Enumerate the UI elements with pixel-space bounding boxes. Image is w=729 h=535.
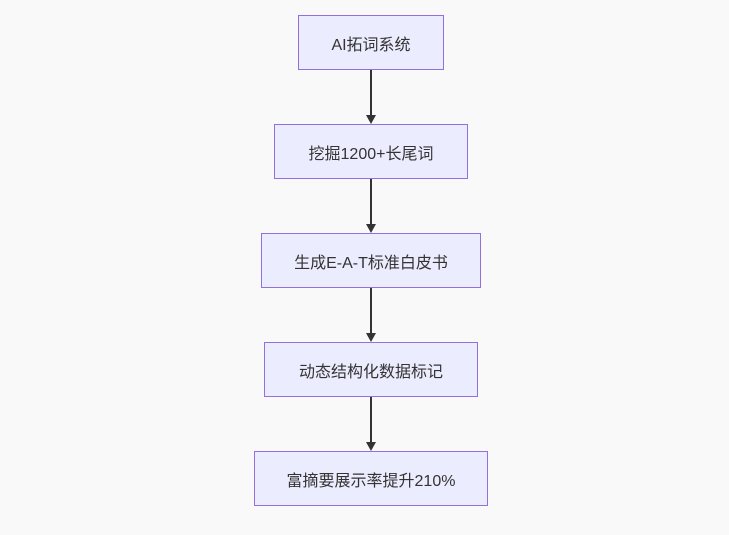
flow-node-structured-data-markup: 动态结构化数据标记 [264, 342, 478, 397]
flow-node-eat-whitepaper: 生成E-A-T标准白皮书 [261, 233, 481, 288]
arrow-shaft [370, 397, 372, 442]
arrowhead-icon [366, 442, 376, 451]
arrow-connector [366, 288, 376, 342]
flow-node-longtail-mining: 挖掘1200+长尾词 [274, 124, 468, 179]
flow-node-ai-word-expansion: AI拓词系统 [298, 15, 444, 70]
arrow-connector [366, 70, 376, 124]
flow-node-rich-snippet-result: 富摘要展示率提升210% [254, 451, 488, 506]
flowchart: AI拓词系统 挖掘1200+长尾词 生成E-A-T标准白皮书 动态结构化数据标记… [254, 15, 488, 506]
arrow-shaft [370, 179, 372, 224]
arrowhead-icon [366, 115, 376, 124]
arrow-shaft [370, 70, 372, 115]
arrowhead-icon [366, 224, 376, 233]
arrowhead-icon [366, 333, 376, 342]
arrow-connector [366, 179, 376, 233]
arrow-connector [366, 397, 376, 451]
arrow-shaft [370, 288, 372, 333]
